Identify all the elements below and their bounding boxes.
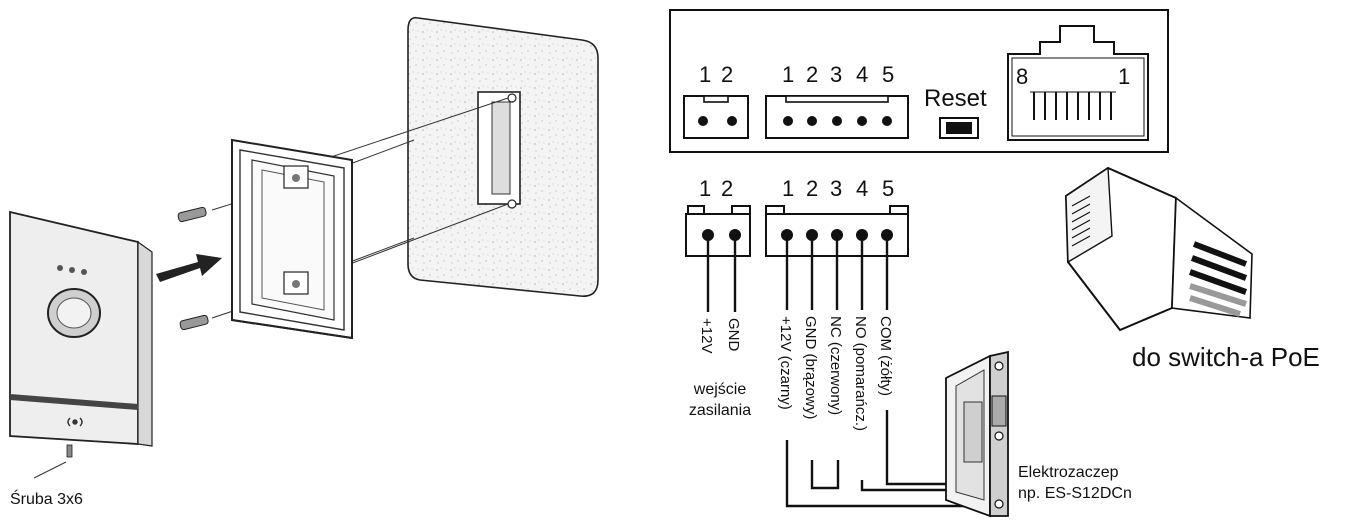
rj45-plug-icon (1064, 166, 1253, 332)
wire-label: GND (725, 318, 742, 352)
lock-label: np. ES-S12DCn (1018, 485, 1132, 502)
electric-strike-icon (945, 350, 1009, 518)
reset-label: Reset (924, 85, 987, 112)
rj45-port: 8 1 (1007, 25, 1149, 141)
wiring-relay-pin: 3 (830, 176, 842, 201)
rj45-pin-first: 8 (1016, 64, 1028, 89)
nfc-icon (67, 417, 83, 427)
wiring-power-pin: 2 (721, 176, 733, 201)
panel-relay-pin: 5 (882, 62, 894, 87)
screw-icon (33, 444, 73, 479)
panel-relay-pin: 1 (782, 62, 794, 87)
wire-label: GND (brązowy) (802, 316, 819, 419)
mounting-bracket (231, 138, 353, 340)
panel-relay-pin: 2 (806, 62, 818, 87)
wire-label: NC (czerwony) (827, 316, 844, 415)
wire-label: COM (żółty) (877, 316, 894, 396)
panel-power-pin: 1 (699, 62, 711, 87)
wall-plate (407, 16, 599, 297)
reader-device (9, 210, 153, 447)
panel-relay-pin: 4 (856, 62, 868, 87)
power-input-label: zasilania (689, 402, 751, 419)
screw-top (177, 206, 207, 223)
wiring-relay-pin: 4 (856, 176, 868, 201)
wire-label: NO (pomarańcz.) (852, 316, 869, 431)
lock-label: Elektrozaczep (1018, 464, 1119, 481)
power-input-label: wejście (693, 381, 747, 398)
terminal-panel: 1 2 1 2 3 4 5 Reset (669, 9, 1169, 153)
wiring-relay-pin: 1 (782, 176, 794, 201)
wiring-relay-pin: 2 (806, 176, 818, 201)
wiring-relay-pin: 5 (882, 176, 894, 201)
wire-label: +12V (czarny) (777, 316, 794, 410)
screw-label: Śruba 3x6 (10, 489, 83, 508)
panel-relay-pin: 3 (830, 62, 842, 87)
panel-power-pin: 2 (721, 62, 733, 87)
screw-bottom (179, 314, 209, 331)
wire-label: +12V (698, 318, 715, 353)
wires (706, 235, 986, 508)
wiring-power-pin: 1 (699, 176, 711, 201)
arrow-icon (156, 254, 222, 282)
wiring-power-connector (685, 205, 751, 257)
rj45-pin-last: 1 (1118, 64, 1130, 89)
poe-label: do switch-a PoE (1132, 342, 1320, 372)
